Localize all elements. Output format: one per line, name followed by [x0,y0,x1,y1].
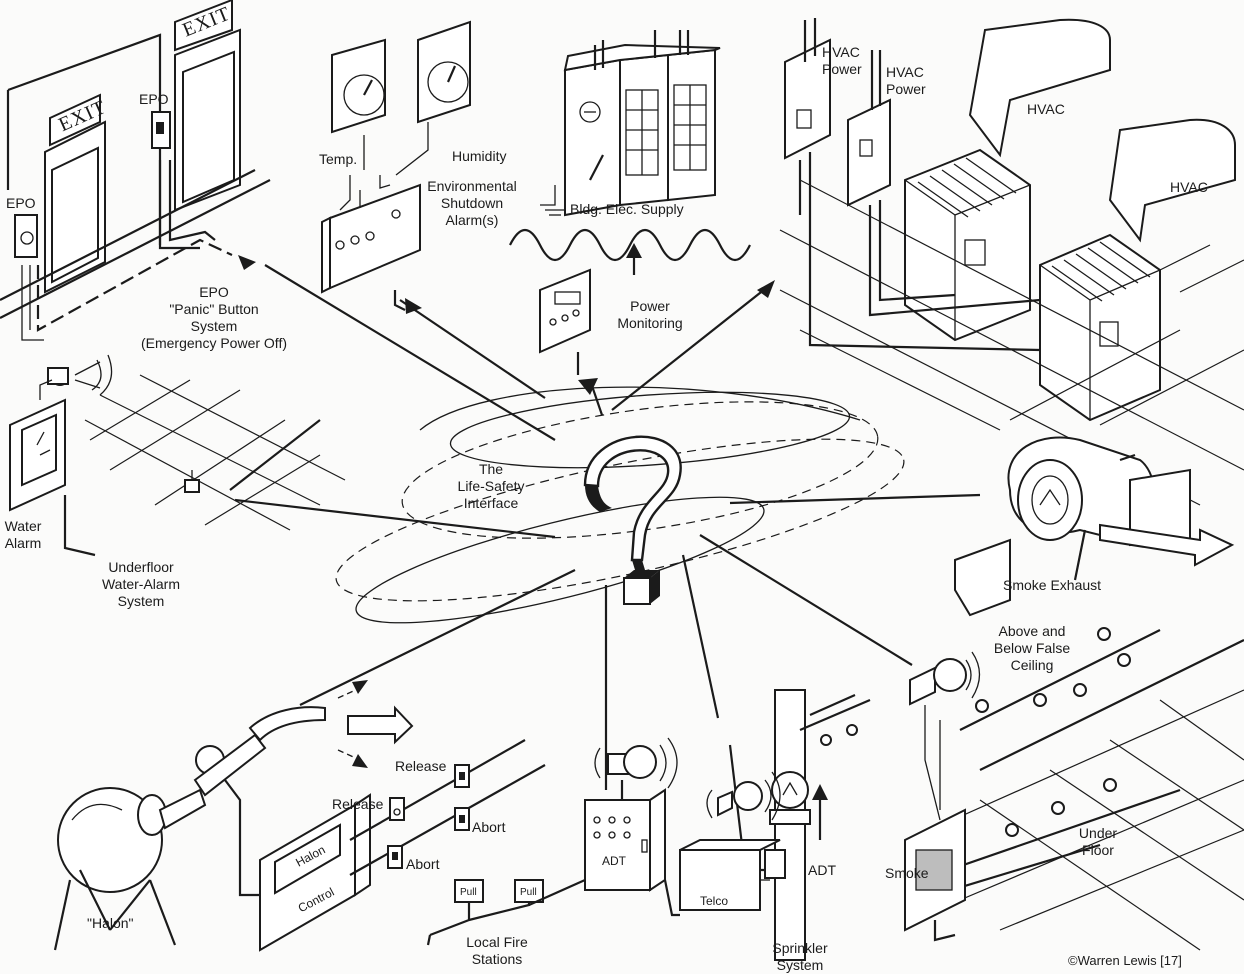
local-fire-stations-label: Local Fire Stations [454,934,540,968]
pull-station-1: Pull [460,884,477,901]
environmental-shutdown-label: Environmental Shutdown Alarm(s) [412,178,532,229]
smoke-exhaust-label: Smoke Exhaust [1003,577,1101,594]
halon-tank-label: "Halon" [87,915,134,932]
humidity-label: Humidity [452,148,506,165]
adt-label: ADT [808,862,836,879]
smoke-label: Smoke [885,865,929,882]
abort-label-1: Abort [472,819,505,836]
abort-label-2: Abort [406,856,439,873]
epo-system-label: EPO "Panic" Button System (Emergency Pow… [126,284,302,352]
underfloor-water-alarm-label: Underfloor Water-Alarm System [86,559,196,610]
temp-label: Temp. [319,151,357,168]
adt-panel-label: ADT [602,853,626,870]
interface-spokes [235,255,1066,790]
epo-label-left: EPO [6,195,36,212]
credit-label: ©Warren Lewis [17] [1068,952,1182,969]
hvac-power-label-2: HVAC Power [886,64,926,98]
power-monitoring-label: Power Monitoring [600,298,700,332]
telco-label: Telco [700,893,728,910]
release-label-2: Release [332,796,383,813]
life-safety-interface-label: The Life-Safety Interface [444,461,538,512]
release-label-1: Release [395,758,446,775]
hvac-label-1: HVAC [1027,101,1065,118]
hvac-equipment [780,18,1244,505]
water-alarm-label: Water Alarm [0,518,46,552]
sprinkler-system-label: Sprinkler System [760,940,840,974]
smoke-detection [905,628,1244,950]
ceiling-label: Above and Below False Ceiling [982,623,1082,674]
hvac-power-label-1: HVAC Power [822,44,862,78]
pull-station-2: Pull [520,884,537,901]
hvac-label-2: HVAC [1170,179,1208,196]
water-alarm [10,355,345,555]
interface-swirl [325,377,915,647]
under-floor-label: Under Floor [1068,825,1128,859]
epo-label-door: EPO [139,91,169,108]
bldg-supply-label: Bldg. Elec. Supply [570,201,684,218]
